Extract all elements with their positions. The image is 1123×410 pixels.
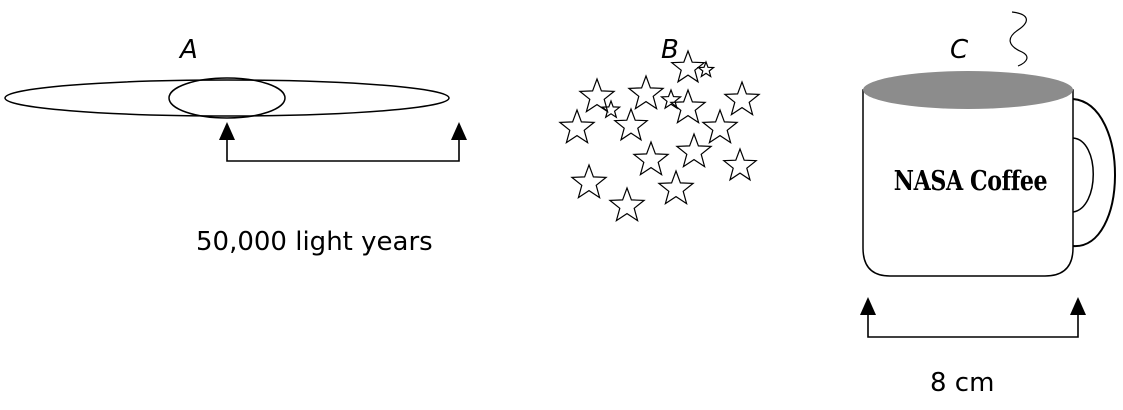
star-icon [558, 108, 596, 144]
cup-handle [1072, 98, 1116, 248]
cup-text: NASA Coffee [893, 166, 1048, 197]
star-icon [659, 88, 683, 110]
steam-icon [1009, 11, 1028, 67]
cup-dimension-arrow [860, 297, 1086, 338]
star-icon [632, 140, 670, 176]
star-icon [657, 169, 695, 205]
galaxy-outer-ellipse [4, 79, 450, 117]
label-c: C [950, 35, 969, 65]
star-icon [723, 80, 761, 116]
arrowhead-right [1070, 297, 1086, 315]
galaxy-disk [4, 77, 450, 119]
cup-handle-inner [1072, 137, 1094, 213]
star-icon [675, 132, 713, 168]
galaxy-dimension-arrow [219, 122, 467, 162]
arrowhead-left [860, 297, 876, 315]
star-icon [722, 147, 758, 182]
label-b: B [661, 35, 679, 65]
star-icon [613, 107, 649, 142]
star-cluster [558, 49, 761, 222]
star-icon [701, 108, 739, 144]
star-icon [627, 74, 665, 110]
cup-body [862, 89, 1074, 277]
star-icon [600, 99, 622, 119]
galaxy-bulge [168, 77, 286, 119]
star-icon [570, 163, 608, 199]
cup-rim [863, 71, 1073, 109]
cup-distance-label: 8 cm [930, 368, 995, 398]
star-icon [670, 49, 706, 84]
coffee-cup [862, 71, 1116, 277]
star-icon [608, 186, 646, 222]
arrowhead-right [451, 122, 467, 140]
arrowhead-left [219, 122, 235, 140]
star-icon [578, 77, 616, 113]
galaxy-distance-label: 50,000 light years [196, 227, 433, 257]
label-a: A [180, 35, 198, 65]
star-icon [696, 60, 716, 78]
